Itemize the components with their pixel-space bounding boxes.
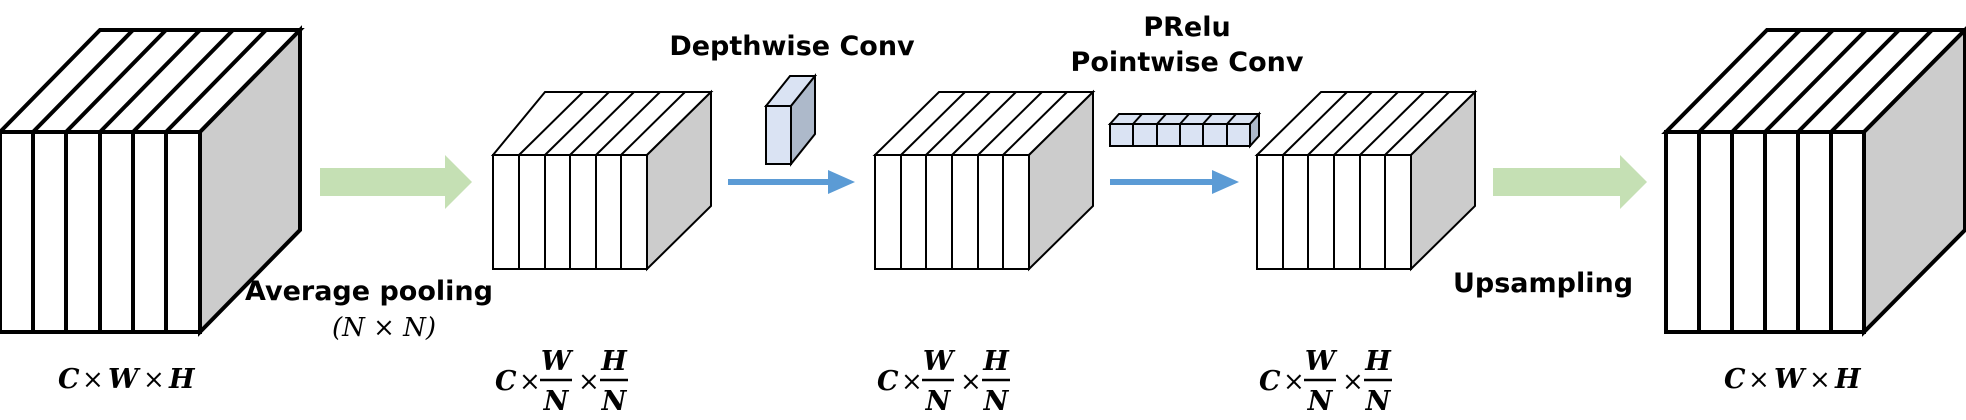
pooled-tensor-3 — [1254, 89, 1478, 272]
dim-times: × — [519, 367, 541, 397]
dim-h-denominator: N — [1365, 386, 1392, 417]
pooled-dims-2: C × W N × H N — [877, 346, 1010, 417]
dim-c: C — [1259, 366, 1281, 397]
pooled-dims-1: C × W N × H N — [495, 346, 628, 417]
dim-w-denominator: N — [925, 386, 952, 417]
dim-h-numerator: H — [600, 346, 628, 377]
average-pooling-arrow — [320, 155, 472, 209]
dim-h-denominator: N — [601, 386, 628, 417]
upsampling-label: Upsampling — [1453, 268, 1633, 299]
depthwise-arrow — [728, 170, 855, 194]
dim-w-denominator: N — [1307, 386, 1334, 417]
output-tensor — [1661, 26, 1966, 337]
dim-w-numerator: W — [1305, 346, 1338, 377]
dim-times: × — [1809, 365, 1831, 395]
dim-w: W — [108, 364, 141, 395]
dim-c: C — [1724, 364, 1746, 395]
output-dims: C × W × H — [1724, 364, 1862, 395]
average-pooling-label: Average pooling — [245, 276, 493, 307]
dim-times: × — [1342, 367, 1364, 397]
dim-times: × — [143, 365, 165, 395]
pooled-tensor-2 — [872, 89, 1096, 272]
dim-c: C — [58, 364, 80, 395]
pointwise-arrow — [1110, 170, 1239, 194]
dim-w: W — [1774, 364, 1807, 395]
input-dims: C × W × H — [58, 364, 196, 395]
pool-size-label: (N × N) — [332, 313, 436, 343]
dim-times: × — [901, 367, 923, 397]
pooled-dims-3: C × W N × H N — [1259, 346, 1392, 417]
dim-h: H — [168, 364, 196, 395]
pooled-tensor-1 — [490, 89, 714, 272]
dim-times: × — [960, 367, 982, 397]
dim-times: × — [1283, 367, 1305, 397]
prelu-label: PRelu — [1143, 12, 1230, 43]
depthwise-label: Depthwise Conv — [669, 31, 915, 62]
dim-h-denominator: N — [983, 386, 1010, 417]
dim-h: H — [1834, 364, 1862, 395]
dim-c: C — [495, 366, 517, 397]
dim-w-numerator: W — [541, 346, 574, 377]
dim-w-numerator: W — [923, 346, 956, 377]
depthwise-kernel — [763, 73, 818, 167]
dim-c: C — [877, 366, 899, 397]
dim-h-numerator: H — [1364, 346, 1392, 377]
pointwise-kernel — [1107, 111, 1262, 149]
upsampling-arrow — [1493, 155, 1647, 209]
dim-times: × — [82, 365, 104, 395]
dim-times: × — [1748, 365, 1770, 395]
pointwise-label: Pointwise Conv — [1071, 47, 1304, 78]
dim-h-numerator: H — [982, 346, 1010, 377]
input-tensor — [0, 25, 305, 337]
dim-w-denominator: N — [543, 386, 570, 417]
dim-times: × — [578, 367, 600, 397]
